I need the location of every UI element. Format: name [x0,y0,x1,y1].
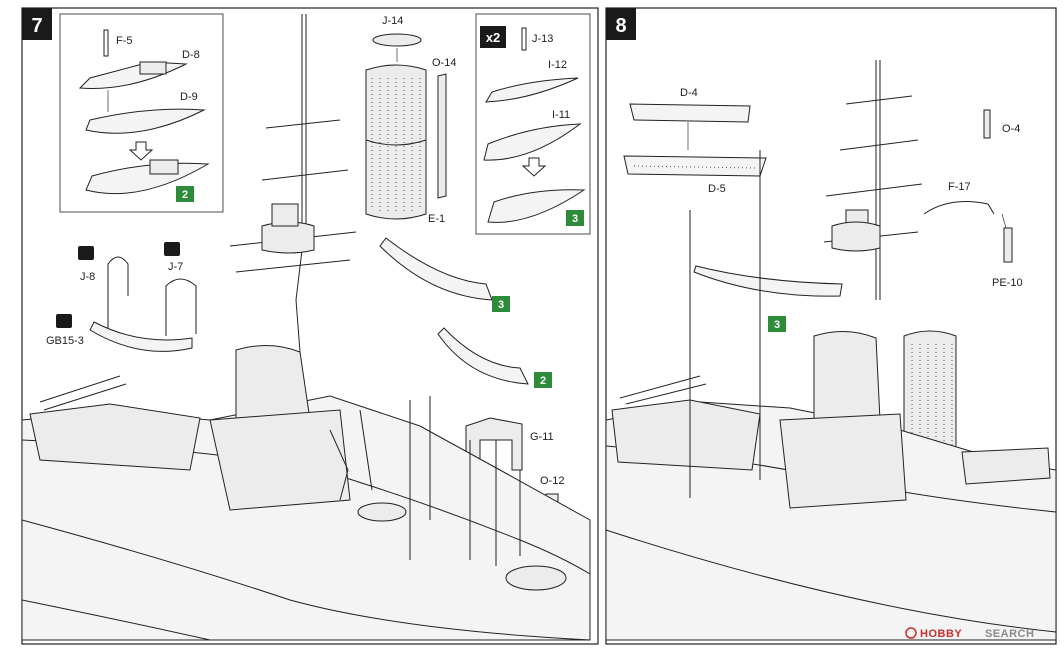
watermark-brand-a: HOBBY [920,628,962,640]
boats-step7: 3 2 [379,237,552,388]
boat-upper-shape [379,237,493,301]
boat-i11-shape [483,123,582,161]
badge-boat-upper-text: 3 [498,299,504,311]
boat-gb15-3-shape [89,321,193,352]
label-o12: O-12 [540,475,564,487]
badge-boat-lower-text: 2 [540,375,546,387]
badge-inset-3 [566,210,584,226]
label-d8: D-8 [182,49,200,61]
watermark-brand-b: SEARCH [985,628,1034,640]
boat-lower-shape [437,327,529,385]
badge-inset-2-text: 2 [182,189,188,201]
multiplier-x2-box [480,26,506,48]
multiplier-x2: x2 [486,30,500,45]
label-pe10: PE-10 [992,277,1023,289]
pipe-o14-shape [437,73,447,199]
step-8-panel: 8 D-4 D-5 3 O-4 F-17 PE-10 [605,7,1057,645]
label-o14: O-14 [432,57,456,69]
label-i12: I-12 [548,59,567,71]
label-j8: J-8 [80,271,95,283]
step-7-number-box [22,8,52,40]
label-i11: I-11 [552,109,570,121]
boat-i12-shape [485,77,579,103]
step-8-number: 8 [615,15,626,37]
badge-boat-lower [534,372,552,388]
badge-inset-2 [176,186,194,202]
watermark: HOBBY SEARCH [905,627,1034,640]
boat-d5-shape [623,155,767,177]
boat-d9-shape [85,108,206,134]
down-arrow-icon-2 [521,157,547,177]
boat-step8-shape [693,265,843,297]
badge-boat-upper [492,296,510,312]
funnel-cap-j14-shape [372,33,422,47]
boat-d4-shape [629,103,751,123]
inset-boat-i12-i11: x2 J-13 I-12 I-11 3 [475,13,591,235]
label-g11: G-11 [530,431,554,443]
label-j7: J-7 [168,261,183,273]
label-o4: O-4 [1002,123,1020,135]
label-e1: E-1 [428,213,445,225]
davit-j8-shape [107,256,129,330]
step-7-panel: 7 F-5 D-8 D-9 2 x2 J-13 I-12 [21,7,599,645]
label-d9: D-9 [180,91,198,103]
badge-boat-step8 [768,316,786,332]
mast-step7 [229,14,357,561]
label-d4: D-4 [680,87,698,99]
down-arrow-icon [128,141,154,161]
boat-i-assembled-shape [487,189,586,223]
part-o4-shape [983,109,991,139]
step-7-number: 7 [31,15,42,37]
label-f17: F-17 [948,181,971,193]
part-pe10-shape [1003,227,1013,263]
label-j13: J-13 [532,33,553,45]
badge-boat-step8-text: 3 [774,319,780,331]
davit-j7-shape [165,278,197,336]
label-j14: J-14 [382,15,403,27]
ship-hull-step7 [21,344,591,641]
davits-assembly: J-8 J-7 GB15-3 [46,242,197,352]
badge-inset-3-text: 3 [572,213,578,225]
label-d5: D-5 [708,183,726,195]
step-8-number-box [606,8,636,40]
inset-boat-d8-d9: F-5 D-8 D-9 2 [59,13,224,213]
label-gb15-3: GB15-3 [46,335,84,347]
pin-f5-shape [103,29,109,57]
label-f5: F-5 [116,35,133,47]
funnel-e1-assembly: J-14 E-1 O-14 [365,15,456,225]
